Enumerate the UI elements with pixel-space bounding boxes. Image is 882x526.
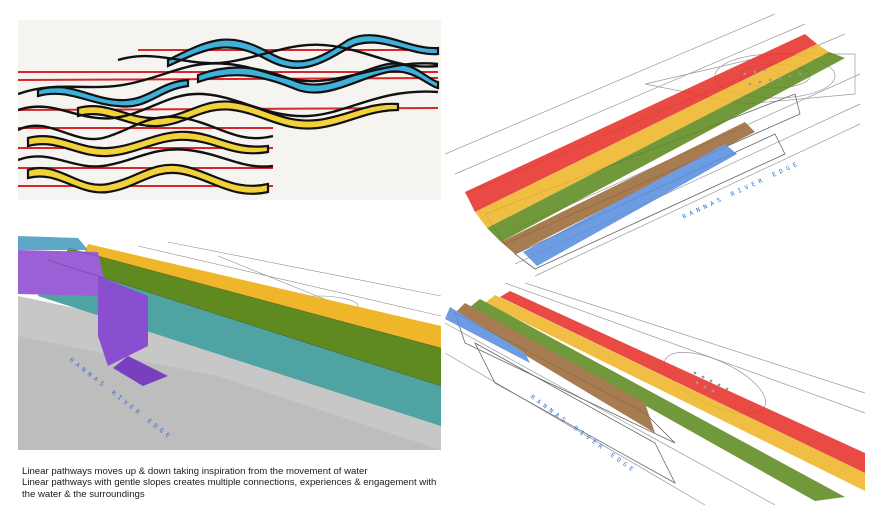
caption-line-1: Linear pathways moves up & down taking i…	[22, 466, 368, 477]
pathways-diagram-bottom	[445, 283, 865, 505]
caption: Linear pathways moves up & down taking i…	[22, 466, 452, 500]
axonometric-view-top: RANNAS RIVER EDGE	[445, 14, 865, 280]
pathways-render	[18, 236, 441, 450]
caption-line-3: the water & the surroundings	[22, 488, 145, 500]
axonometric-view-bottom: RANNAS RIVER EDGE	[445, 283, 865, 505]
perspective-render: RANNAS RIVER EDGE	[18, 236, 441, 450]
sketch-panel	[18, 20, 441, 200]
wave-sketch	[18, 20, 441, 200]
pathways-diagram-top	[445, 14, 861, 277]
caption-line-2: Linear pathways with gentle slopes creat…	[22, 477, 437, 489]
